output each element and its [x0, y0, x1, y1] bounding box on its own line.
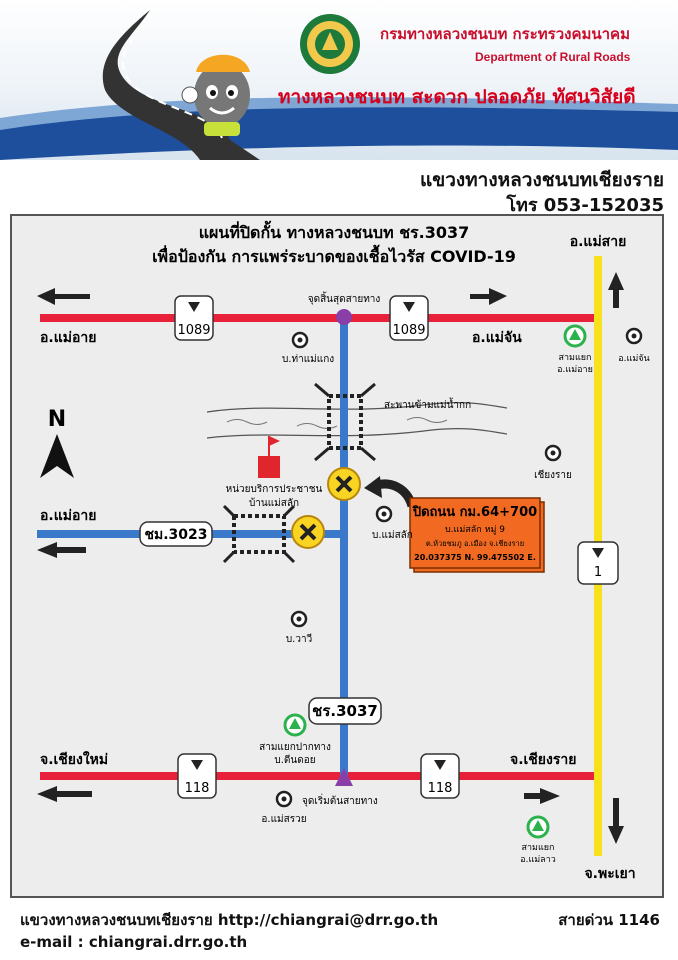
department-seal-icon — [300, 14, 360, 74]
label-chiang-rai-dot: เชียงราย — [534, 469, 572, 481]
label-road-start: จุดเริ่มต้นสายทาง — [302, 793, 378, 807]
mascot-icon — [181, 54, 250, 136]
footer-email: e-mail : chiangrai.drr.go.th — [20, 933, 248, 951]
label-mae-sai: อ.แม่สาย — [570, 234, 627, 250]
route-shield-118-right: 118 — [420, 753, 460, 799]
slogan: ทางหลวงชนบท สะดวก ปลอดภัย ทัศนวิสัยดี — [278, 86, 636, 108]
label-mae-chan-dot: อ.แม่จัน — [618, 354, 649, 364]
closure-line2: ต.ห้วยชมภู อ.เมือง จ.เชียงราย — [426, 539, 524, 548]
service-unit-icon — [258, 436, 280, 478]
location-dot-icon — [291, 331, 309, 349]
closure-info-box: ปิดถนน กม.64+700 บ.แม่สลัก หมู่ 9 ต.ห้วย… — [409, 497, 545, 573]
north-arrow-icon: N — [40, 407, 74, 478]
arrow-left-icon — [37, 786, 92, 802]
arrow-down-icon — [608, 798, 624, 844]
label-service-unit-1: หน่วยบริการประชาชน — [226, 484, 323, 495]
label-junction-mae-lao-2: อ.แม่ลาว — [520, 855, 556, 865]
svg-text:1: 1 — [594, 565, 602, 580]
bridge-closure-side — [222, 504, 296, 564]
road-end-marker — [336, 309, 352, 325]
office-phone: โทร 053-152035 — [506, 195, 664, 216]
location-dot-icon — [375, 505, 393, 523]
road-label-chm-3023: ชม.3023 — [139, 521, 213, 547]
label-junction-mae-ai-1: สามแยก — [558, 353, 591, 363]
label-junction-tin-doi-1: สามแยกปากทาง — [259, 742, 331, 753]
route-shield-1089-left: 1089 — [174, 295, 214, 341]
location-dot-icon — [625, 327, 643, 345]
arrow-up-icon — [608, 272, 624, 308]
route-shield-1089-right: 1089 — [389, 295, 429, 341]
svg-text:1089: 1089 — [177, 323, 210, 338]
label-phayao: จ.พะเยา — [584, 866, 635, 882]
road-label-chr-3037: ชร.3037 — [308, 697, 382, 725]
svg-text:118: 118 — [185, 781, 210, 796]
arrow-left-icon — [37, 542, 86, 558]
label-ban-mae-salak: บ.แม่สลัก — [372, 530, 413, 541]
closure-line1: บ.แม่สลัก หมู่ 9 — [445, 525, 505, 535]
junction-markers — [283, 324, 587, 839]
arrow-left-icon — [37, 288, 90, 305]
junction-icon — [526, 815, 550, 839]
label-mae-chan: อ.แม่จัน — [472, 330, 522, 346]
arrow-right-icon — [524, 788, 560, 804]
label-mae-ai-left: อ.แม่อาย — [40, 508, 96, 524]
road-start-marker — [335, 768, 353, 786]
label-mae-ai-top: อ.แม่อาย — [40, 330, 96, 346]
junction-icon — [283, 713, 307, 737]
river-kok — [206, 402, 508, 439]
footer-office: แขวงทางหลวงชนบทเชียงราย http://chiangrai… — [20, 911, 439, 929]
map-title-line1: แผนที่ปิดกั้น ทางหลวงชนบท ชร.3037 — [199, 220, 470, 242]
direction-arrows — [37, 272, 624, 844]
location-dots — [275, 327, 643, 808]
svg-text:118: 118 — [428, 781, 453, 796]
arrow-right-icon — [470, 288, 507, 305]
closure-marker-main — [327, 467, 361, 501]
label-mae-suai: อ.แม่สรวย — [261, 814, 306, 825]
junction-icon — [563, 324, 587, 348]
svg-text:ชม.3023: ชม.3023 — [144, 527, 207, 543]
location-dot-icon — [544, 444, 562, 462]
label-junction-mae-lao-1: สามแยก — [521, 843, 554, 853]
org-english-name: Department of Rural Roads — [475, 50, 631, 64]
location-dot-icon — [275, 790, 293, 808]
route-shield-118-left: 118 — [177, 753, 217, 799]
label-road-end: จุดสิ้นสุดสายทาง — [308, 291, 381, 305]
route-shield-1: 1 — [577, 541, 619, 585]
label-service-unit-2: บ้านแม่สลัก — [249, 497, 299, 509]
header-banner — [0, 0, 678, 160]
footer-hotline: สายด่วน 1146 — [558, 911, 660, 929]
label-tha-mae-kaeng: บ.ท่าแม่แกง — [282, 354, 334, 365]
bridge-closure-top — [314, 382, 376, 462]
svg-text:1089: 1089 — [392, 323, 425, 338]
label-ban-wari: บ.วาวี — [286, 633, 312, 645]
label-junction-mae-ai-2: อ.แม่อาย — [557, 365, 593, 375]
closure-title: ปิดถนน กม.64+700 — [412, 505, 537, 520]
svg-text:ชร.3037: ชร.3037 — [312, 702, 378, 720]
label-chiang-mai: จ.เชียงใหม่ — [40, 750, 108, 768]
office-name: แขวงทางหลวงชนบทเชียงราย — [419, 169, 664, 191]
label-junction-tin-doi-2: บ.ตีนดอย — [274, 754, 315, 766]
map-title-line2: เพื่อป้องกัน การแพร่ระบาดของเชื้อไวรัส C… — [152, 244, 516, 266]
org-thai-name: กรมทางหลวงชนบท กระทรวงคมนาคม — [380, 25, 630, 43]
closure-coords: 20.037375 N. 99.475502 E. — [414, 553, 536, 562]
label-bridge: สะพานข้ามแม่น้ำกก — [384, 397, 471, 411]
svg-text:N: N — [48, 407, 66, 432]
location-dot-icon — [290, 610, 308, 628]
closure-marker-side — [291, 515, 325, 549]
label-chiang-rai-prov: จ.เชียงราย — [510, 752, 576, 768]
closure-map: แผนที่ปิดกั้น ทางหลวงชนบท ชร.3037 เพื่อป… — [10, 214, 664, 898]
